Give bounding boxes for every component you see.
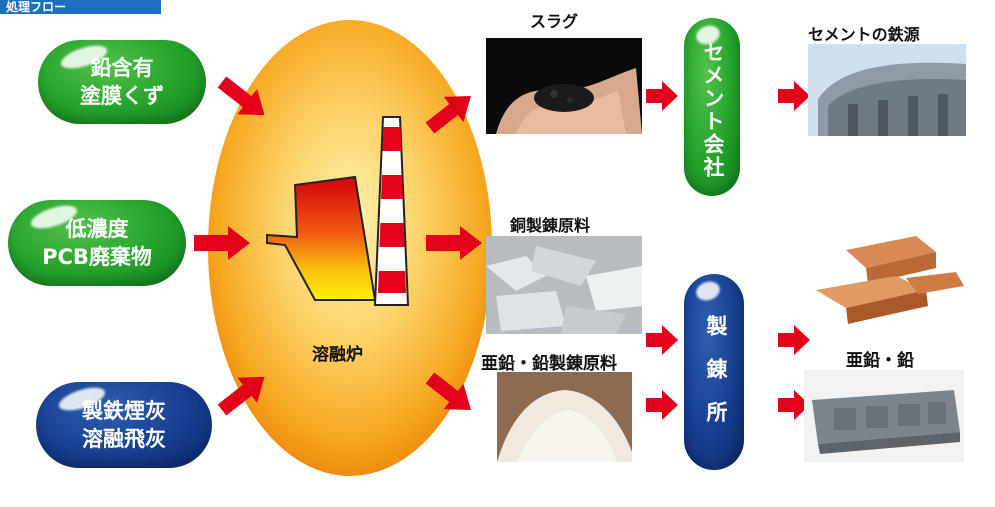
input-pcb-waste: 低濃度 PCB廃棄物: [8, 200, 186, 286]
zinc-lead-ingot-photo: [804, 370, 964, 462]
arrow-lead-to-furnace: [217, 76, 265, 116]
gloss-highlight: [693, 278, 723, 304]
cement-iron-source-label: セメントの鉄源: [808, 25, 920, 44]
input-steel-dust-fly-ash: 製鉄煙灰 溶融飛灰: [36, 382, 212, 468]
input-pcb-line1: 低濃度: [65, 217, 129, 241]
furnace-icon: [266, 116, 410, 306]
arrow-furnace-to-slag: [425, 95, 471, 134]
arrow-ash-to-furnace: [217, 376, 265, 416]
input-lead-paint-line2: 塗膜くず: [80, 84, 164, 108]
input-ash-line2: 溶融飛灰: [82, 427, 166, 451]
copper-ingot-photo: [806, 228, 966, 328]
arrow-slag-to-cement: [646, 81, 678, 111]
input-lead-paint-line1: 鉛含有: [90, 56, 154, 80]
arrow-smelter-to-zinc-lead: [778, 390, 810, 420]
input-lead-paint-waste: 鉛含有 塗膜くず: [38, 40, 206, 124]
arrow-zinc-material-to-smelter: [646, 390, 678, 420]
input-pcb-line2: PCB廃棄物: [42, 245, 152, 269]
zinc-lead-label: 亜鉛・鉛: [846, 351, 914, 371]
cement-company-label: セメント会社: [701, 41, 725, 179]
cement-company-node: セメント会社: [684, 18, 740, 196]
zinc-lead-material-photo: [497, 372, 632, 462]
arrow-pcb-to-furnace: [194, 226, 250, 260]
slag-label: スラグ: [530, 12, 579, 31]
arrow-copper-material-to-smelter: [646, 325, 678, 355]
input-ash-line1: 製鉄煙灰: [82, 399, 166, 423]
smelter-node: 製錬所: [684, 274, 744, 470]
header-tab: 処理フロー: [0, 0, 161, 14]
copper-material-photo: [486, 236, 642, 334]
arrow-smelter-to-copper: [778, 325, 810, 355]
smelter-label: 製錬所: [704, 314, 728, 444]
zinc-lead-material-label: 亜鉛・鉛製錬原料: [481, 354, 617, 374]
arrow-furnace-to-copper-material: [426, 226, 482, 260]
furnace-label: 溶融炉: [312, 345, 363, 365]
slag-photo: [486, 38, 642, 134]
arrow-furnace-to-zinc-material: [425, 372, 471, 411]
cement-plant-photo: [808, 44, 966, 136]
copper-material-label: 銅製錬原料: [510, 216, 591, 235]
arrow-cement-to-iron-source: [778, 81, 810, 111]
